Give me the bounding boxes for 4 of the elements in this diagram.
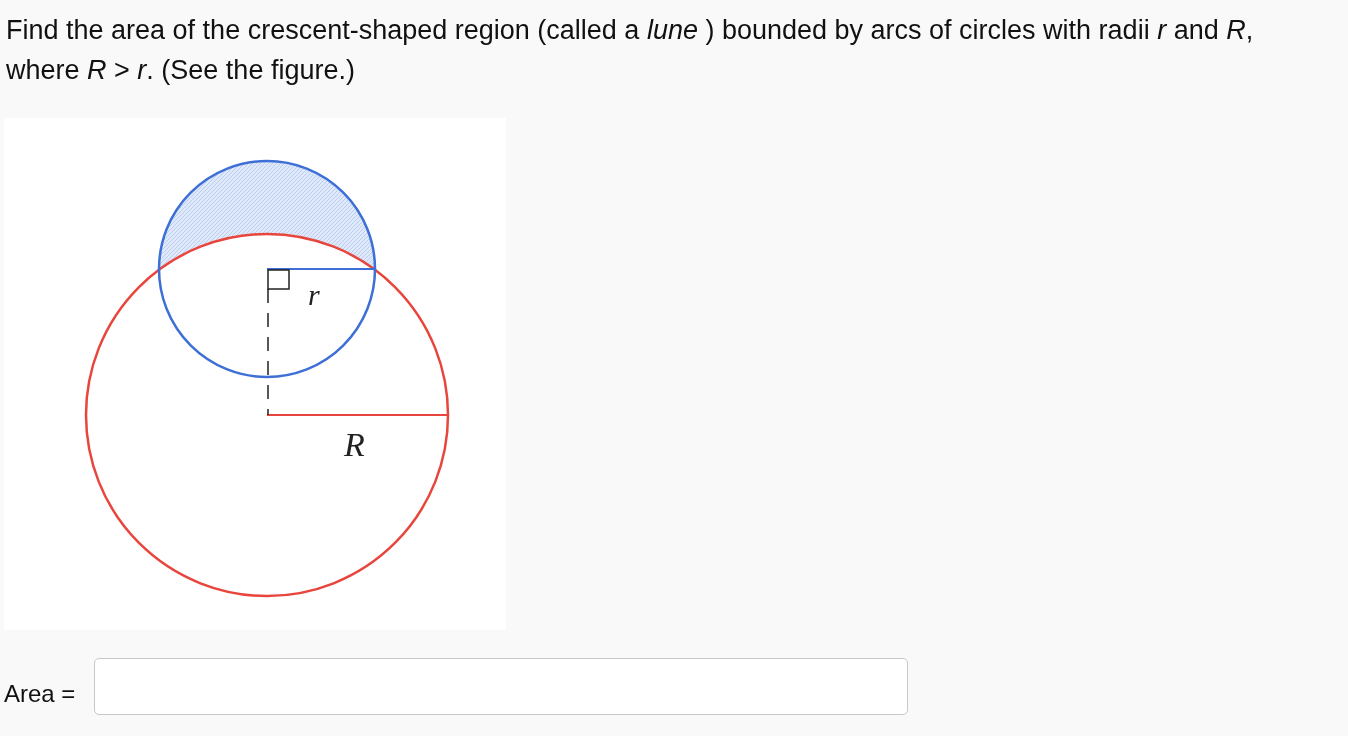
radius-label: r — [308, 278, 320, 312]
answer-label: Area = — [4, 680, 76, 708]
question-text: Find the area of the crescent-shaped region (called a lune ) bounded by arcs of circles with radii r and R, where R > r. (See the figure.) — [6, 14, 1255, 87]
radius-label: R — [344, 426, 365, 464]
